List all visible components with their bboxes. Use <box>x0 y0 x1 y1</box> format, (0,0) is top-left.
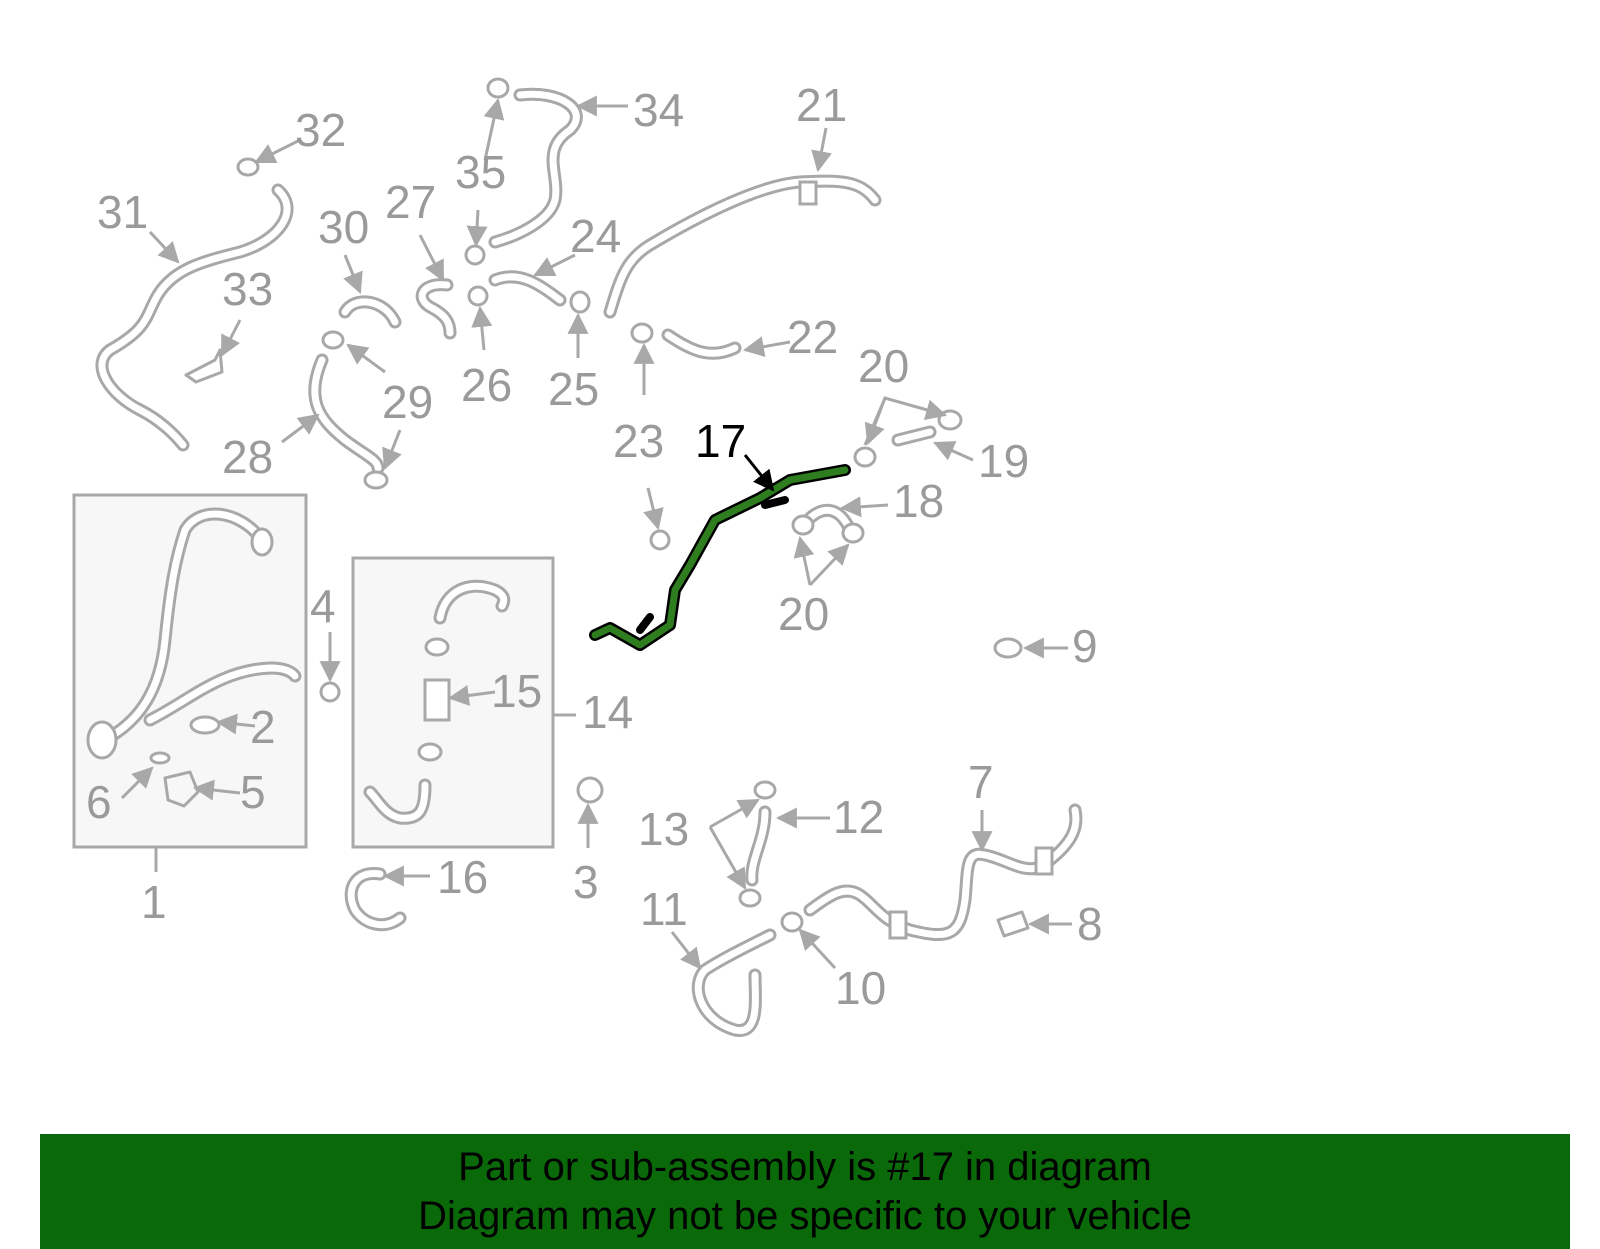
clamp-20-left <box>791 514 815 536</box>
callout-29: 29 <box>382 376 433 428</box>
callout-9: 9 <box>1072 620 1098 672</box>
clamp-13-top <box>753 780 777 800</box>
callout-12: 12 <box>833 791 884 843</box>
callout-35: 35 <box>455 146 506 198</box>
clamp-29-top <box>321 330 345 350</box>
banner-line-1: Part or sub-assembly is #17 in diagram <box>458 1144 1152 1189</box>
hose-34 <box>488 87 583 249</box>
diagram-canvas: 32 31 33 30 27 35 34 21 24 29 26 25 22 2… <box>72 77 1103 1037</box>
callout-20-top: 20 <box>858 340 909 392</box>
pipe-21 <box>603 174 882 319</box>
clamp-10 <box>780 911 804 933</box>
callout-32: 32 <box>295 104 346 156</box>
callout-11: 11 <box>640 883 688 935</box>
clamp-26 <box>467 285 489 307</box>
callout-17: 17 <box>695 415 746 467</box>
callout-23: 23 <box>613 415 664 467</box>
heater-hose-assembly <box>363 579 511 825</box>
thermostat-5 <box>163 770 200 808</box>
clamp-20-top <box>853 446 877 468</box>
clamp-4 <box>319 681 341 703</box>
clamp-20-right <box>841 522 865 544</box>
clamp-25 <box>569 290 591 314</box>
callout-3: 3 <box>573 856 599 908</box>
o-ring-2 <box>189 715 221 735</box>
clamp-23-lower <box>649 529 671 551</box>
callout-34: 34 <box>633 84 684 136</box>
callout-18: 18 <box>893 475 944 527</box>
callout-27: 27 <box>385 176 436 228</box>
callout-8: 8 <box>1077 898 1103 950</box>
callout-14: 14 <box>582 686 633 738</box>
callout-15: 15 <box>491 665 542 717</box>
clamp-32 <box>236 157 260 177</box>
bracket-33 <box>184 348 224 384</box>
callout-24: 24 <box>570 210 621 262</box>
clamp-9 <box>993 637 1023 659</box>
clamp-13-bottom <box>738 888 762 908</box>
callout-6: 6 <box>86 776 112 828</box>
hose-31 <box>95 183 294 452</box>
callout-31: 31 <box>97 186 148 238</box>
callout-33: 33 <box>222 263 273 315</box>
clamp-34-top <box>486 77 510 99</box>
callout-28: 28 <box>222 431 273 483</box>
hose-11 <box>691 928 777 1037</box>
callout-20-bottom: 20 <box>778 588 829 640</box>
callout-7: 7 <box>968 756 994 808</box>
leader-lines <box>120 95 1072 970</box>
hose-7 <box>803 803 1083 942</box>
callout-16: 16 <box>437 851 488 903</box>
callout-30: 30 <box>318 201 369 253</box>
callout-labels: 32 31 33 30 27 35 34 21 24 29 26 25 22 2… <box>86 79 1103 1014</box>
callout-10: 10 <box>835 962 886 1014</box>
callout-1: 1 <box>141 876 167 928</box>
clamp-29-bottom <box>363 470 389 490</box>
callout-21: 21 <box>796 79 847 131</box>
callout-26: 26 <box>461 359 512 411</box>
callout-2: 2 <box>250 701 276 753</box>
callout-5: 5 <box>240 766 266 818</box>
clamp-3 <box>576 776 604 804</box>
clamp-8 <box>996 910 1030 938</box>
upper-radiator-hose <box>86 507 302 760</box>
callout-19: 19 <box>978 435 1029 487</box>
callout-13: 13 <box>638 803 689 855</box>
clamp-35 <box>464 244 486 266</box>
callout-22: 22 <box>787 311 838 363</box>
callout-25: 25 <box>548 363 599 415</box>
highlighted-pipe-17 <box>589 464 851 651</box>
banner-line-2: Diagram may not be specific to your vehi… <box>418 1193 1192 1238</box>
info-banner: Part or sub-assembly is #17 in diagram D… <box>40 1134 1570 1249</box>
callout-4: 4 <box>310 580 336 632</box>
gasket-6 <box>149 751 171 765</box>
clamp-23 <box>630 322 654 344</box>
